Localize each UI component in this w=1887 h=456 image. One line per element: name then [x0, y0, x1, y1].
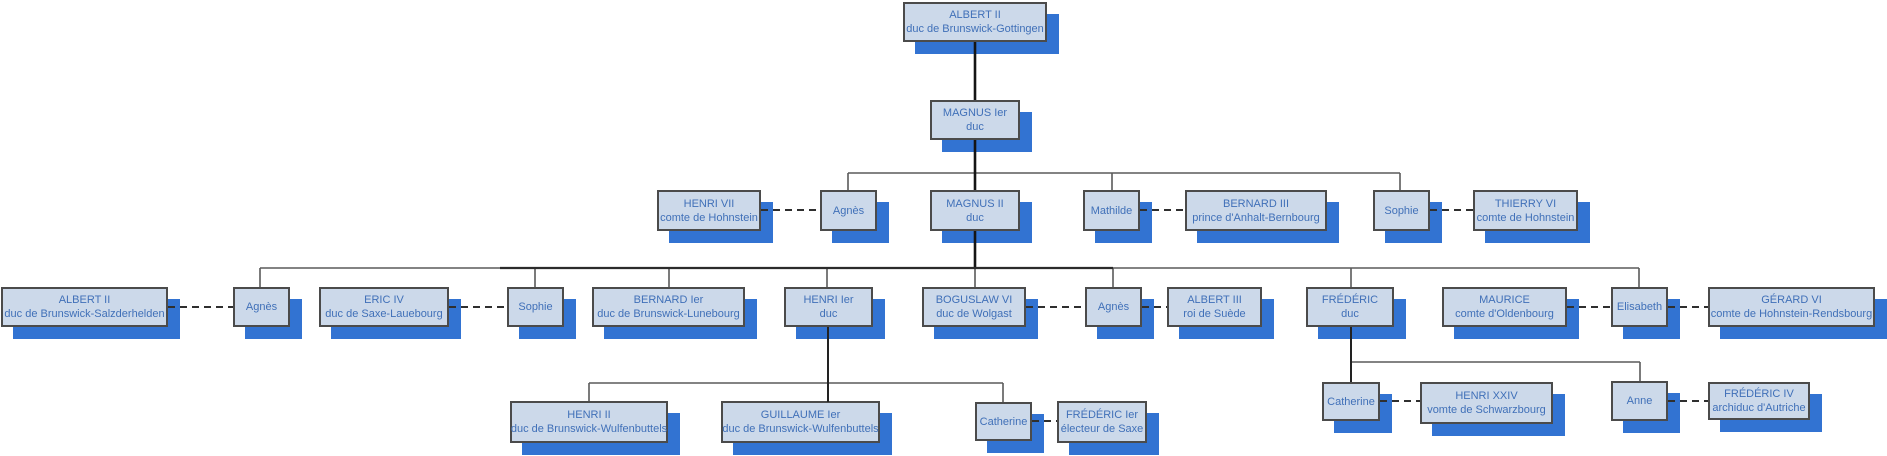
node-magnus-ii[interactable]: MAGNUS II duc: [930, 190, 1020, 231]
node-albert-ii-salzderhelden[interactable]: ALBERT II duc de Brunswick-Salzderhelden: [1, 287, 168, 327]
node-agnes-1[interactable]: Agnès: [820, 190, 877, 231]
person-name: BERNARD III: [1222, 197, 1289, 210]
person-name: MAURICE: [1479, 294, 1530, 306]
node-frederic-iv[interactable]: FRÉDÉRIC IV archiduc d'Autriche: [1708, 382, 1810, 420]
person-title: comte de Hohnstein-Rendsbourg: [1710, 308, 1873, 320]
node-elisabeth[interactable]: Elisabeth: [1611, 287, 1668, 327]
node-henri-xxiv[interactable]: HENRI XXIV vomte de Schwarzbourg: [1420, 382, 1553, 424]
person-name: Agnès: [1097, 301, 1130, 313]
person-name: ALBERT II: [949, 9, 1001, 21]
node-frederic-duc[interactable]: FRÉDÉRIC duc: [1306, 287, 1394, 327]
person-title: vomte de Schwarzbourg: [1427, 404, 1546, 416]
node-bernard-iii[interactable]: BERNARD III prince d'Anhalt-Bernbourg: [1185, 190, 1327, 231]
node-frederic-ier-saxe[interactable]: FRÉDÉRIC Ier électeur de Saxe: [1057, 401, 1147, 443]
node-boguslaw-vi[interactable]: BOGUSLAW VI duc de Wolgast: [922, 287, 1026, 327]
person-name: MAGNUS Ier: [942, 107, 1008, 119]
person-name: FRÉDÉRIC IV: [1724, 388, 1794, 400]
person-name: FRÉDÉRIC Ier: [1065, 409, 1139, 421]
person-name: Catherine: [1327, 395, 1375, 408]
person-name: ALBERT III: [1187, 294, 1242, 306]
person-name: FRÉDÉRIC: [1321, 294, 1379, 306]
node-agnes-2[interactable]: Agnès: [233, 287, 290, 327]
node-mathilde[interactable]: Mathilde: [1083, 190, 1140, 231]
person-title: duc: [966, 211, 984, 224]
node-eric-iv[interactable]: ERIC IV duc de Saxe-Lauebourg: [319, 287, 449, 327]
person-name: HENRI II: [567, 409, 611, 421]
person-name: Elisabeth: [1616, 301, 1663, 313]
node-bernard-ier[interactable]: BERNARD Ier duc de Brunswick-Lunebourg: [592, 287, 745, 327]
person-title: duc: [1341, 308, 1359, 320]
node-anne[interactable]: Anne: [1611, 381, 1668, 421]
person-name: Catherine: [979, 415, 1028, 428]
person-name: BERNARD Ier: [633, 294, 704, 306]
person-title: duc: [819, 308, 838, 320]
node-guillaume-ier[interactable]: GUILLAUME Ier duc de Brunswick-Wulfenbut…: [721, 401, 880, 443]
person-title: duc de Brunswick-Wulfenbuttels: [510, 423, 668, 435]
node-magnus-ier[interactable]: MAGNUS Ier duc: [930, 100, 1020, 140]
person-title: duc de Wolgast: [936, 308, 1012, 320]
person-name: Sophie: [1384, 204, 1419, 217]
person-name: BOGUSLAW VI: [935, 294, 1013, 306]
node-sophie-1[interactable]: Sophie: [1373, 190, 1430, 231]
person-title: comte de Hohnstein: [1476, 211, 1575, 224]
node-maurice[interactable]: MAURICE comte d'Oldenbourg: [1442, 287, 1567, 327]
person-name: THIERRY VI: [1494, 197, 1557, 210]
person-title: duc: [966, 121, 984, 133]
person-title: prince d'Anhalt-Bernbourg: [1192, 211, 1320, 224]
person-name: HENRI VII: [683, 197, 735, 210]
person-title: duc de Saxe-Lauebourg: [325, 308, 443, 320]
person-title: archiduc d'Autriche: [1712, 402, 1806, 414]
person-name: HENRI Ier: [803, 294, 854, 306]
person-title: duc de Brunswick-Gottingen: [906, 23, 1044, 35]
person-name: Agnès: [245, 301, 278, 313]
node-henri-vii[interactable]: HENRI VII comte de Hohnstein: [657, 190, 761, 231]
node-agnes-3[interactable]: Agnès: [1085, 287, 1142, 327]
person-title: duc de Brunswick-Wulfenbuttels: [722, 423, 879, 435]
person-title: duc de Brunswick-Lunebourg: [597, 308, 740, 320]
person-name: HENRI XXIV: [1455, 390, 1518, 402]
person-name: Mathilde: [1090, 204, 1133, 217]
person-name: MAGNUS II: [946, 197, 1004, 210]
node-catherine-2[interactable]: Catherine: [1322, 382, 1380, 421]
node-henri-ier[interactable]: HENRI Ier duc: [784, 287, 873, 327]
node-catherine-1[interactable]: Catherine: [975, 402, 1032, 441]
person-name: Agnès: [832, 204, 865, 217]
person-name: ERIC IV: [364, 294, 404, 306]
node-albert-ii-gottingen[interactable]: ALBERT II duc de Brunswick-Gottingen: [903, 2, 1047, 42]
node-gerard-vi[interactable]: GÉRARD VI comte de Hohnstein-Rendsbourg: [1708, 287, 1875, 327]
person-title: électeur de Saxe: [1060, 423, 1144, 435]
node-henri-ii[interactable]: HENRI II duc de Brunswick-Wulfenbuttels: [510, 401, 668, 443]
person-title: comte d'Oldenbourg: [1455, 308, 1554, 320]
node-albert-iii[interactable]: ALBERT III roi de Suède: [1167, 287, 1262, 327]
person-name: Sophie: [518, 301, 553, 313]
person-name: GUILLAUME Ier: [760, 409, 841, 421]
node-sophie-2[interactable]: Sophie: [507, 287, 564, 327]
person-title: duc de Brunswick-Salzderhelden: [4, 308, 165, 320]
person-name: Anne: [1626, 395, 1653, 407]
person-name: ALBERT II: [58, 294, 111, 306]
person-name: GÉRARD VI: [1761, 294, 1822, 306]
person-title: comte de Hohnstein: [660, 211, 758, 224]
person-title: roi de Suède: [1183, 308, 1246, 320]
node-thierry-vi[interactable]: THIERRY VI comte de Hohnstein: [1473, 190, 1578, 231]
